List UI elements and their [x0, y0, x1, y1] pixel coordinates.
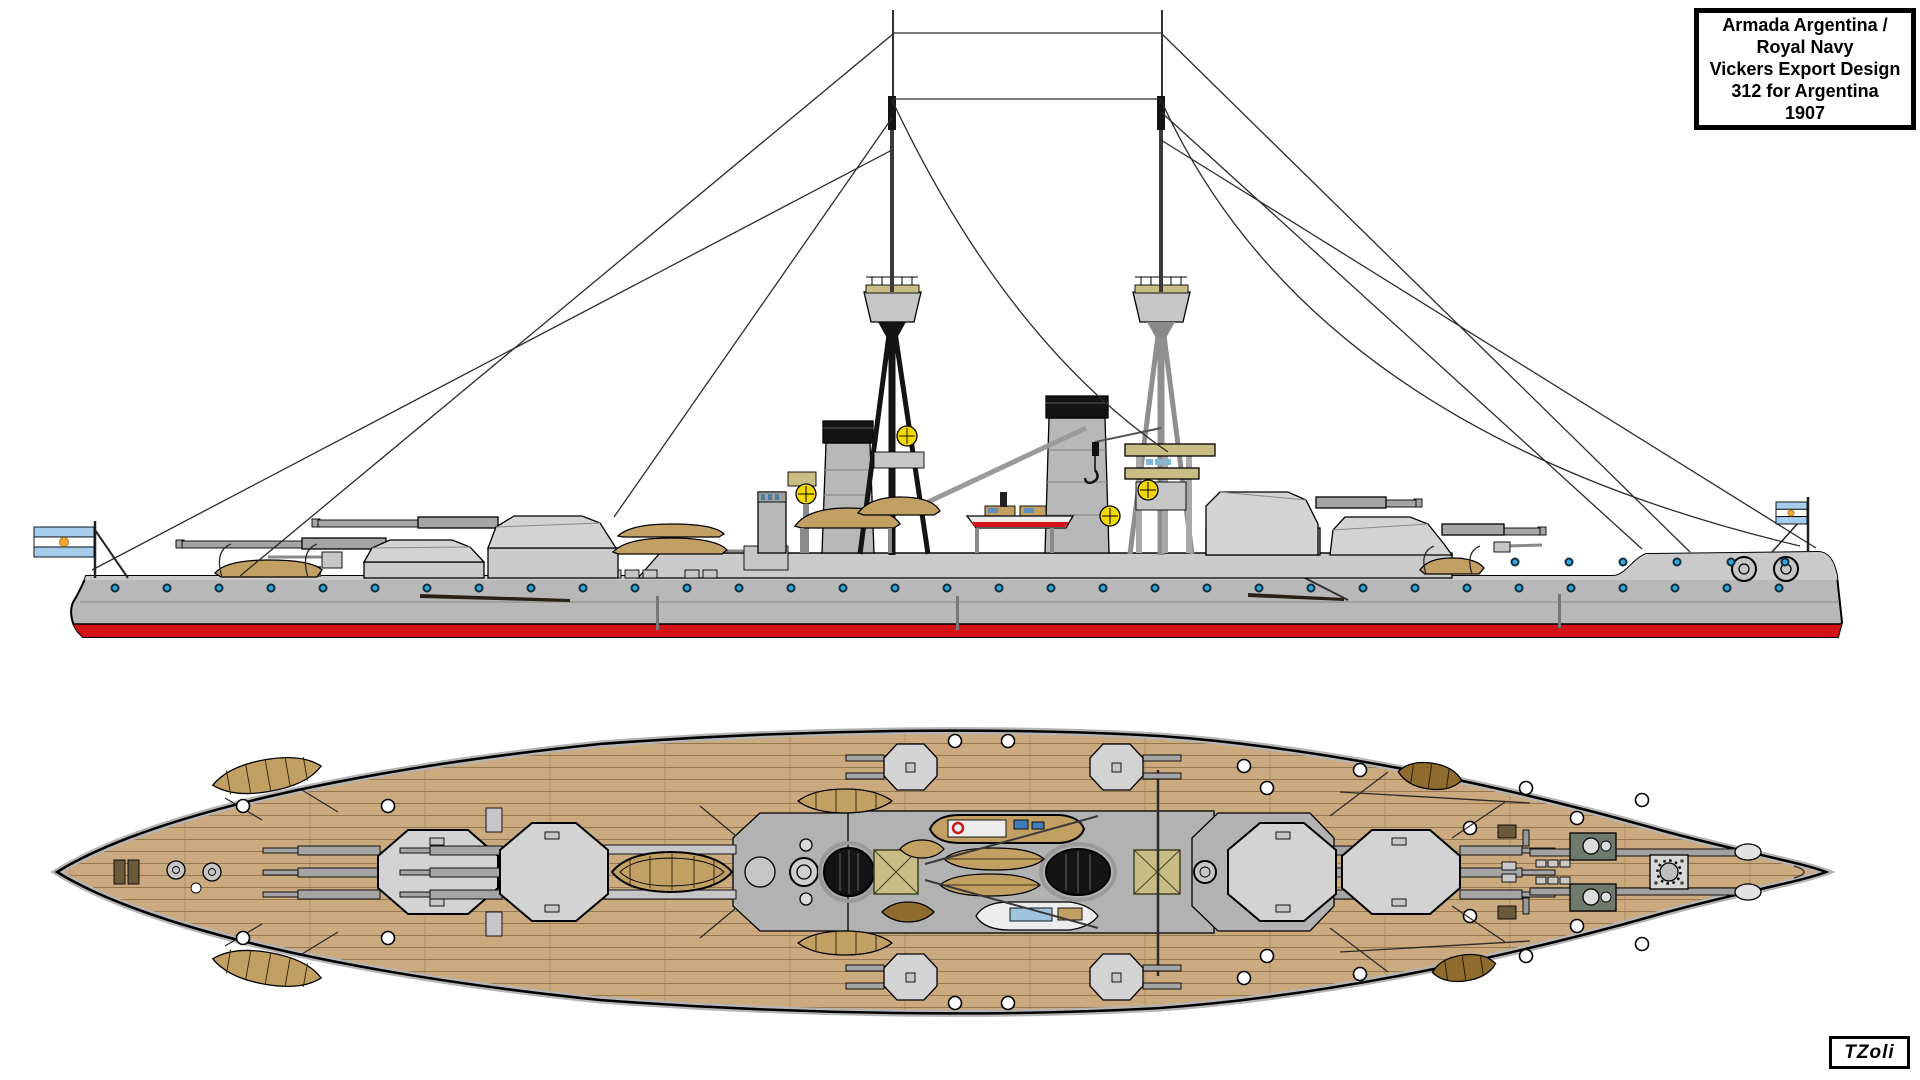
- plan-boat-deck-boats: [796, 770, 1160, 976]
- plan-bow-fittings: [113, 859, 222, 894]
- plan-funnel-2: [1039, 842, 1117, 902]
- plan-aft-dinghies: [1339, 761, 1531, 983]
- title-box: Armada Argentina / Royal Navy Vickers Ex…: [1694, 8, 1916, 130]
- funnel-2-side: [1044, 395, 1110, 554]
- boats-side: [214, 492, 1485, 578]
- mainmast: [1083, 10, 1216, 555]
- plan-deck-hatches: [235, 733, 1650, 1011]
- boat-boom-stowed: [1248, 593, 1344, 601]
- title-line: Royal Navy: [1756, 37, 1854, 57]
- stern-fairleads: [1731, 556, 1799, 582]
- aft-bridge: [1124, 443, 1216, 553]
- plan-steam-launch: [928, 814, 1086, 844]
- funnel-1-side: [821, 420, 875, 554]
- plan-turret-b: [399, 822, 609, 922]
- title-line: Armada Argentina /: [1722, 15, 1888, 35]
- derrick-tackle: [1083, 427, 1162, 485]
- title-line: 312 for Argentina: [1731, 81, 1879, 101]
- title-line: Vickers Export Design: [1709, 59, 1901, 79]
- plan-stern-gear: [1451, 801, 1805, 943]
- plan-launch-2: [975, 901, 1099, 931]
- plan-turret-y: [1341, 829, 1556, 915]
- waterline-stripe: [71, 624, 1843, 637]
- argentina-flag-icon: [33, 526, 95, 558]
- side-profile-view: [33, 10, 1844, 638]
- plan-fore-superstructure: [699, 805, 819, 939]
- foremast: [787, 10, 931, 555]
- boat-boom-stowed: [420, 594, 570, 602]
- stern-capstan-plate: [1649, 854, 1689, 890]
- argentina-flag-icon: [1775, 501, 1808, 525]
- turret-x-side: [1205, 491, 1423, 556]
- turret-y-side: [1329, 516, 1547, 556]
- deck-plan-view: [50, 727, 1836, 1017]
- signature-box: TZoli: [1829, 1036, 1910, 1069]
- plan-center-boat: [603, 844, 737, 900]
- signature-text: TZoli: [1844, 1041, 1895, 1063]
- steam-launch-side: [965, 492, 1075, 553]
- derrick-boom: [926, 425, 1088, 505]
- title-line: 1907: [1784, 103, 1826, 123]
- plan-bow-boats: [211, 756, 339, 988]
- stern-flag: [1771, 497, 1810, 553]
- plan-funnel-1: [818, 841, 880, 903]
- plan-wing-turrets: [845, 743, 1182, 1001]
- turret-a-side: [175, 537, 486, 579]
- bow-flag: [33, 521, 129, 579]
- aft-steering-position: [1193, 860, 1217, 884]
- rigging: [91, 32, 1817, 577]
- turret-b-side: [311, 515, 619, 579]
- superstructure-band: [606, 552, 1453, 579]
- conning-tower: [789, 857, 819, 887]
